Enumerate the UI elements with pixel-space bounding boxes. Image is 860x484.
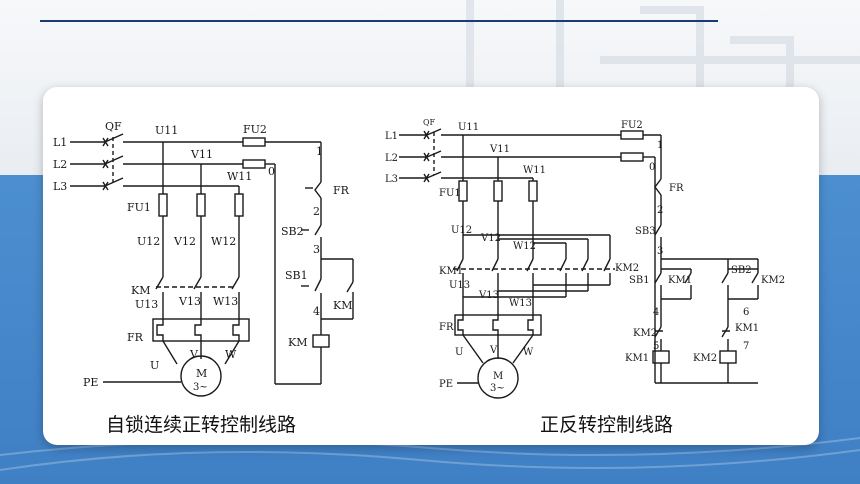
- fr-heater-label: FR: [127, 331, 144, 344]
- motor-phase-label: 3~: [193, 382, 208, 393]
- r-node-1-label: 1: [657, 140, 663, 151]
- r-motor-m-label: M: [493, 371, 503, 382]
- pe-label: PE: [83, 376, 98, 389]
- content-card: L1 L2 L3 QF U11 V11 W11 FU2 FU1 U12 V12 …: [43, 87, 819, 445]
- w-label: W: [225, 348, 237, 361]
- u11-label: U11: [155, 124, 178, 137]
- v13-label: V13: [178, 295, 201, 308]
- u13-label: U13: [135, 298, 158, 311]
- r-km1-nc-label: KM1: [735, 323, 759, 334]
- r-km1-aux-label: KM1: [668, 275, 692, 286]
- r-v13-label: V13: [478, 290, 499, 301]
- r-l1-label: L1: [385, 131, 398, 142]
- right-diagram-caption: 正反转控制线路: [540, 414, 674, 436]
- motor-m-label: M: [196, 367, 207, 380]
- km-coil-label: KM: [288, 336, 307, 349]
- qf-label: QF: [105, 120, 122, 133]
- r-sb1-label: SB1: [629, 275, 650, 286]
- r-fu1-label: FU1: [439, 188, 461, 199]
- v-label: V: [189, 348, 199, 361]
- r-sb2-label: SB2: [731, 265, 752, 276]
- l3-label: L3: [53, 180, 67, 193]
- r-w11-label: W11: [523, 165, 546, 176]
- r-fr-contact-label: FR: [669, 183, 684, 194]
- r-sb3-label: SB3: [635, 226, 656, 237]
- r-node-5-label: 5: [653, 341, 659, 352]
- r-pe-label: PE: [439, 379, 453, 390]
- circuit-diagrams: L1 L2 L3 QF U11 V11 W11 FU2 FU1 U12 V12 …: [53, 118, 785, 399]
- fr-contact-label: FR: [333, 184, 350, 197]
- r-node-4-label: 4: [653, 307, 659, 318]
- sb2-label: SB2: [281, 225, 304, 238]
- km-aux-label: KM: [333, 299, 352, 312]
- left-diagram-caption: 自锁连续正转控制线路: [106, 414, 297, 436]
- r-u-label: U: [455, 347, 463, 358]
- l2-label: L2: [53, 158, 67, 171]
- r-km2-coil-label: KM2: [693, 353, 717, 364]
- w13-label: W13: [213, 295, 238, 308]
- node-4-label: 4: [313, 305, 320, 318]
- fu2-label: FU2: [243, 123, 267, 136]
- r-l3-label: L3: [385, 174, 398, 185]
- r-u11-label: U11: [458, 122, 479, 133]
- r-node-3-label: 3: [657, 246, 663, 257]
- node-3-label: 3: [313, 243, 320, 256]
- node-2-label: 2: [313, 205, 320, 218]
- r-km1-coil-label: KM1: [625, 353, 649, 364]
- r-l2-label: L2: [385, 153, 398, 164]
- node-1-label: 1: [316, 145, 323, 158]
- r-w-label: W: [523, 347, 534, 358]
- r-node-6-label: 6: [743, 307, 749, 318]
- r-node-0-label: 0: [649, 162, 655, 173]
- r-km1-label: KM1: [439, 266, 463, 277]
- r-u12-label: U12: [451, 225, 472, 236]
- sb1-label: SB1: [285, 269, 308, 282]
- r-node-2-label: 2: [657, 205, 663, 216]
- u-label: U: [150, 359, 159, 372]
- r-qf-label: QF: [423, 118, 436, 127]
- r-km2-nc-label: KM2: [633, 328, 657, 339]
- km-main-label: KM: [131, 284, 150, 297]
- r-u13-label: U13: [449, 280, 470, 291]
- title-underline: [40, 20, 718, 22]
- r-km2-aux-label: KM2: [761, 275, 785, 286]
- w11-label: W11: [227, 170, 252, 183]
- fu1-label: FU1: [127, 201, 151, 214]
- v11-label: V11: [190, 148, 213, 161]
- r-v11-label: V11: [489, 144, 510, 155]
- r-w12-label: W12: [513, 241, 536, 252]
- r-v12-label: V12: [480, 233, 501, 244]
- w12-label: W12: [211, 235, 236, 248]
- r-w13-label: W13: [509, 298, 532, 309]
- r-fu2-label: FU2: [621, 120, 643, 131]
- r-motor-phase-label: 3~: [490, 383, 505, 394]
- r-node-7-label: 7: [743, 341, 749, 352]
- r-km2-label: KM2: [615, 263, 639, 274]
- v12-label: V12: [173, 235, 196, 248]
- node-0-label: 0: [268, 165, 275, 178]
- l1-label: L1: [53, 136, 67, 149]
- r-v-label: V: [489, 345, 498, 356]
- r-fr-heater-label: FR: [439, 322, 454, 333]
- u12-label: U12: [137, 235, 160, 248]
